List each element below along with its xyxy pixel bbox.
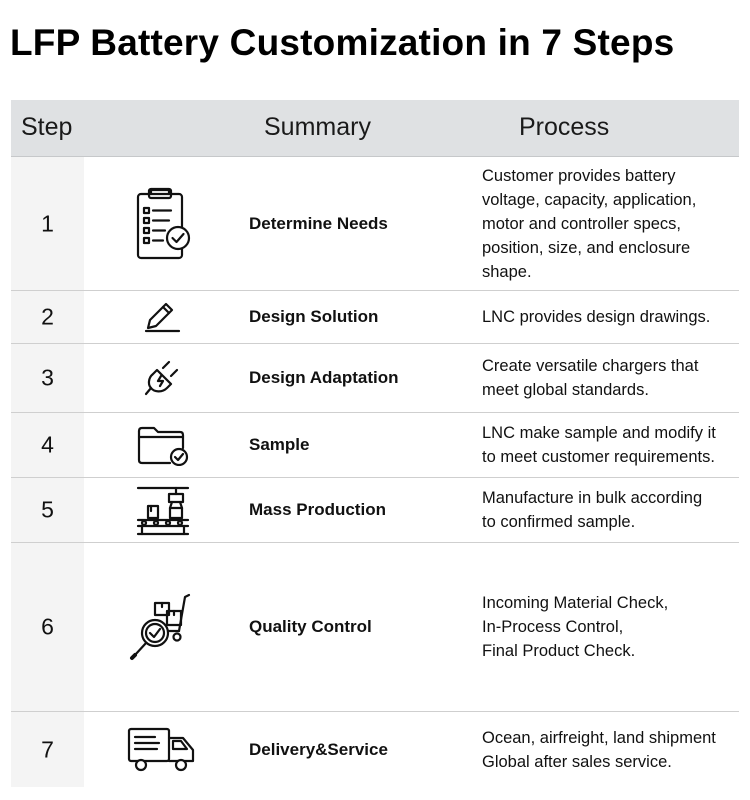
summary-label: Sample <box>249 435 310 454</box>
process-text: Manufacture in bulk according to confirm… <box>482 489 703 531</box>
pencil-icon <box>123 287 203 347</box>
header-step: Step <box>21 113 73 141</box>
summary-label: Quality Control <box>249 617 372 636</box>
table-row: 3 Design Adaptation Create versatile cha… <box>11 344 739 413</box>
process-text: Incoming Material Check, In-Process Cont… <box>482 594 669 660</box>
hand-truck-inspection-icon <box>123 593 203 660</box>
process-text: LNC provides design drawings. <box>482 308 711 326</box>
charger-plug-icon <box>123 348 203 408</box>
delivery-truck-icon <box>123 720 203 780</box>
folder-check-icon <box>123 415 203 475</box>
step-number: 2 <box>41 303 54 330</box>
summary-label: Design Solution <box>249 307 379 326</box>
table-row: 1 Determine Needs Customer provides batt… <box>11 157 739 291</box>
step-number: 4 <box>41 431 54 458</box>
process-text: Ocean, airfreight, land shipment Global … <box>482 728 716 771</box>
clipboard-checklist-icon <box>123 187 203 259</box>
process-text: Create versatile chargers that meet glob… <box>482 357 699 399</box>
table-row: 6 Quality Control Incoming Material Chec… <box>11 543 739 712</box>
step-number: 3 <box>41 364 54 391</box>
header-process: Process <box>519 113 610 141</box>
table-row: 4 Sample LNC make sample and modify it t… <box>11 413 739 478</box>
summary-label: Design Adaptation <box>249 368 399 387</box>
summary-label: Determine Needs <box>249 213 388 233</box>
table-row: 2 Design Solution LNC provides design dr… <box>11 291 739 344</box>
summary-label: Delivery&Service <box>249 739 388 759</box>
table-row: 5 Mass Production Manufacture in bulk ac… <box>11 478 739 543</box>
step-number: 7 <box>41 736 54 762</box>
process-text: LNC make sample and modify it to meet cu… <box>482 424 716 466</box>
step-number: 1 <box>41 210 54 236</box>
page-title: LFP Battery Customization in 7 Steps <box>10 22 675 63</box>
conveyor-production-icon <box>123 480 203 540</box>
step-number: 5 <box>41 496 54 523</box>
step-number: 6 <box>41 613 54 640</box>
table-header: Step Summary Process <box>11 100 739 157</box>
table-row: 7 Delivery&Service Ocean, airfreight, la… <box>11 712 739 787</box>
process-text: Customer provides battery voltage, capac… <box>482 166 697 281</box>
header-summary: Summary <box>264 113 371 141</box>
steps-table: Step Summary Process 1 Determine Needs C… <box>11 100 739 787</box>
summary-label: Mass Production <box>249 500 386 519</box>
